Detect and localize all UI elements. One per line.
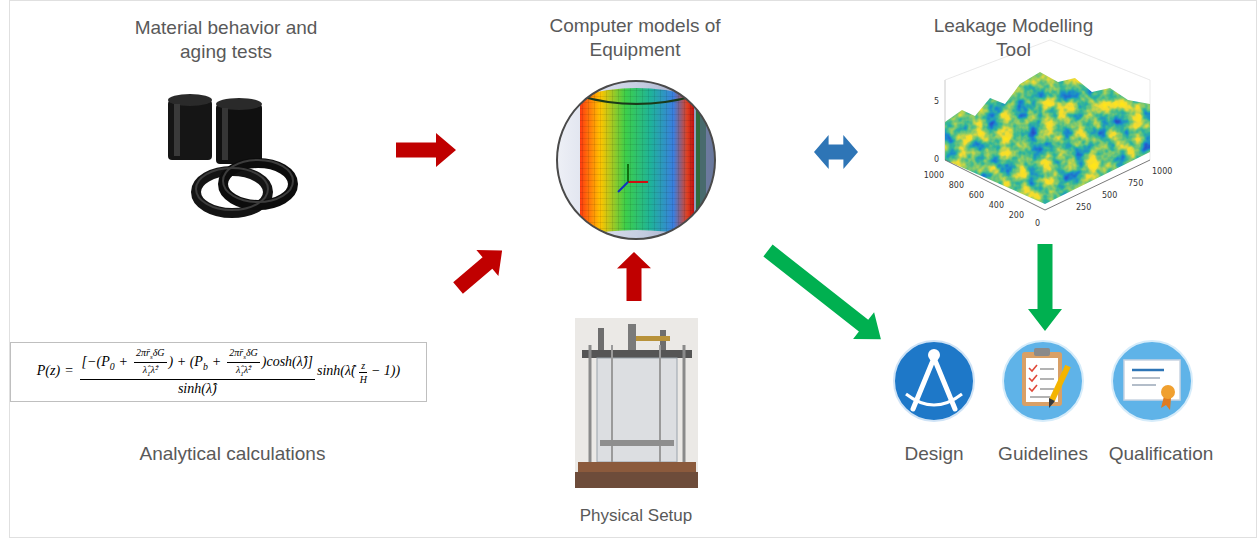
formula-term: b (203, 361, 208, 372)
formula-term: λ̂ (143, 364, 147, 375)
stage-title: Computer models of Equipment (535, 14, 735, 62)
stage-node: Computer models of Equipment (460, 10, 810, 248)
formula-term: + (212, 354, 221, 369)
flow-arrow (453, 250, 502, 294)
formula-term: 1 (147, 370, 151, 378)
stage-node: Material behavior and aging tests (60, 12, 392, 232)
stage-title: Physical Setup (580, 505, 692, 526)
formula-term: 2πr̄ (136, 347, 150, 358)
axis-tick: 250 (1076, 203, 1091, 212)
formula-term: − 1)) (371, 363, 400, 378)
axis-tick: 0 (934, 155, 939, 164)
qualification-icon (1112, 341, 1192, 421)
formula-term: )cosh(λ̂)] (262, 354, 313, 369)
stage-node: Physical Setup (560, 305, 712, 530)
axis-tick: 0 (1035, 219, 1040, 228)
axis-tick: 800 (949, 181, 964, 190)
stage-title: Guidelines (998, 442, 1088, 466)
formula-term: λ̂ (236, 364, 240, 375)
axis-tick: 5 (934, 97, 939, 106)
design-icon (894, 341, 974, 421)
formula-term: z (361, 360, 365, 371)
fea-model (556, 80, 718, 242)
stage-title: Leakage Modelling Tool (924, 14, 1104, 62)
flow-arrow (396, 133, 456, 167)
flow-arrow (814, 135, 858, 169)
axis-tick: 500 (1102, 191, 1117, 200)
formula-term: δG (246, 347, 258, 358)
surface-plot: 5 0 1000 800 600 400 200 0 250 500 750 1… (924, 40, 1173, 228)
formula-term: H (360, 374, 367, 385)
axis-tick: 200 (1009, 211, 1024, 220)
formula-term: 1 (240, 370, 244, 378)
formula-term: δG (153, 347, 165, 358)
formula-term: 2πr̄ (229, 347, 243, 358)
formula-term: P(z) (37, 363, 60, 378)
stage-title: Qualification (1109, 442, 1214, 466)
formula-term: sinh (317, 363, 340, 378)
formula-term: ) + (P (169, 354, 203, 369)
stage-node: Design (884, 335, 984, 470)
formula-term: sinh(λ̂) (178, 381, 217, 396)
stage-node: Leakage Modelling Tool (862, 10, 1165, 240)
setup-photo (575, 318, 698, 488)
stage-node: Guidelines (990, 335, 1096, 470)
frame (10, 1, 1257, 538)
axis-tick: 400 (989, 201, 1004, 210)
formula-term: λ̂² (244, 364, 251, 375)
axis-tick: 600 (969, 191, 984, 200)
stage-node: Qualification (1100, 335, 1222, 470)
flow-arrow (763, 245, 881, 340)
formula-term: = (64, 363, 73, 378)
axis-tick: 1000 (924, 171, 944, 180)
rubber-parts (168, 94, 293, 213)
formula-term: s (150, 353, 153, 361)
formula-box: P(z)=[−(P0+2πr̄sδGλ̂1λ̂²) + (Pb+2πr̄sδGλ… (10, 342, 427, 402)
stage-title: Material behavior and aging tests (119, 16, 334, 64)
formula-term: [−(P (82, 354, 110, 369)
formula-term: λ̂² (151, 364, 158, 375)
formula-term: s (243, 353, 246, 361)
guidelines-icon (1003, 341, 1083, 421)
formula-term: + (119, 354, 128, 369)
formula-term: (λ̂( (340, 363, 355, 378)
stage-title: Analytical calculations (140, 442, 326, 466)
flow-arrow (1028, 244, 1062, 331)
stage-title: Design (904, 442, 963, 466)
formula-term: 0 (110, 361, 115, 372)
flow-arrow (617, 252, 651, 301)
axis-tick: 750 (1128, 179, 1143, 188)
axis-tick: 1000 (1152, 167, 1172, 176)
